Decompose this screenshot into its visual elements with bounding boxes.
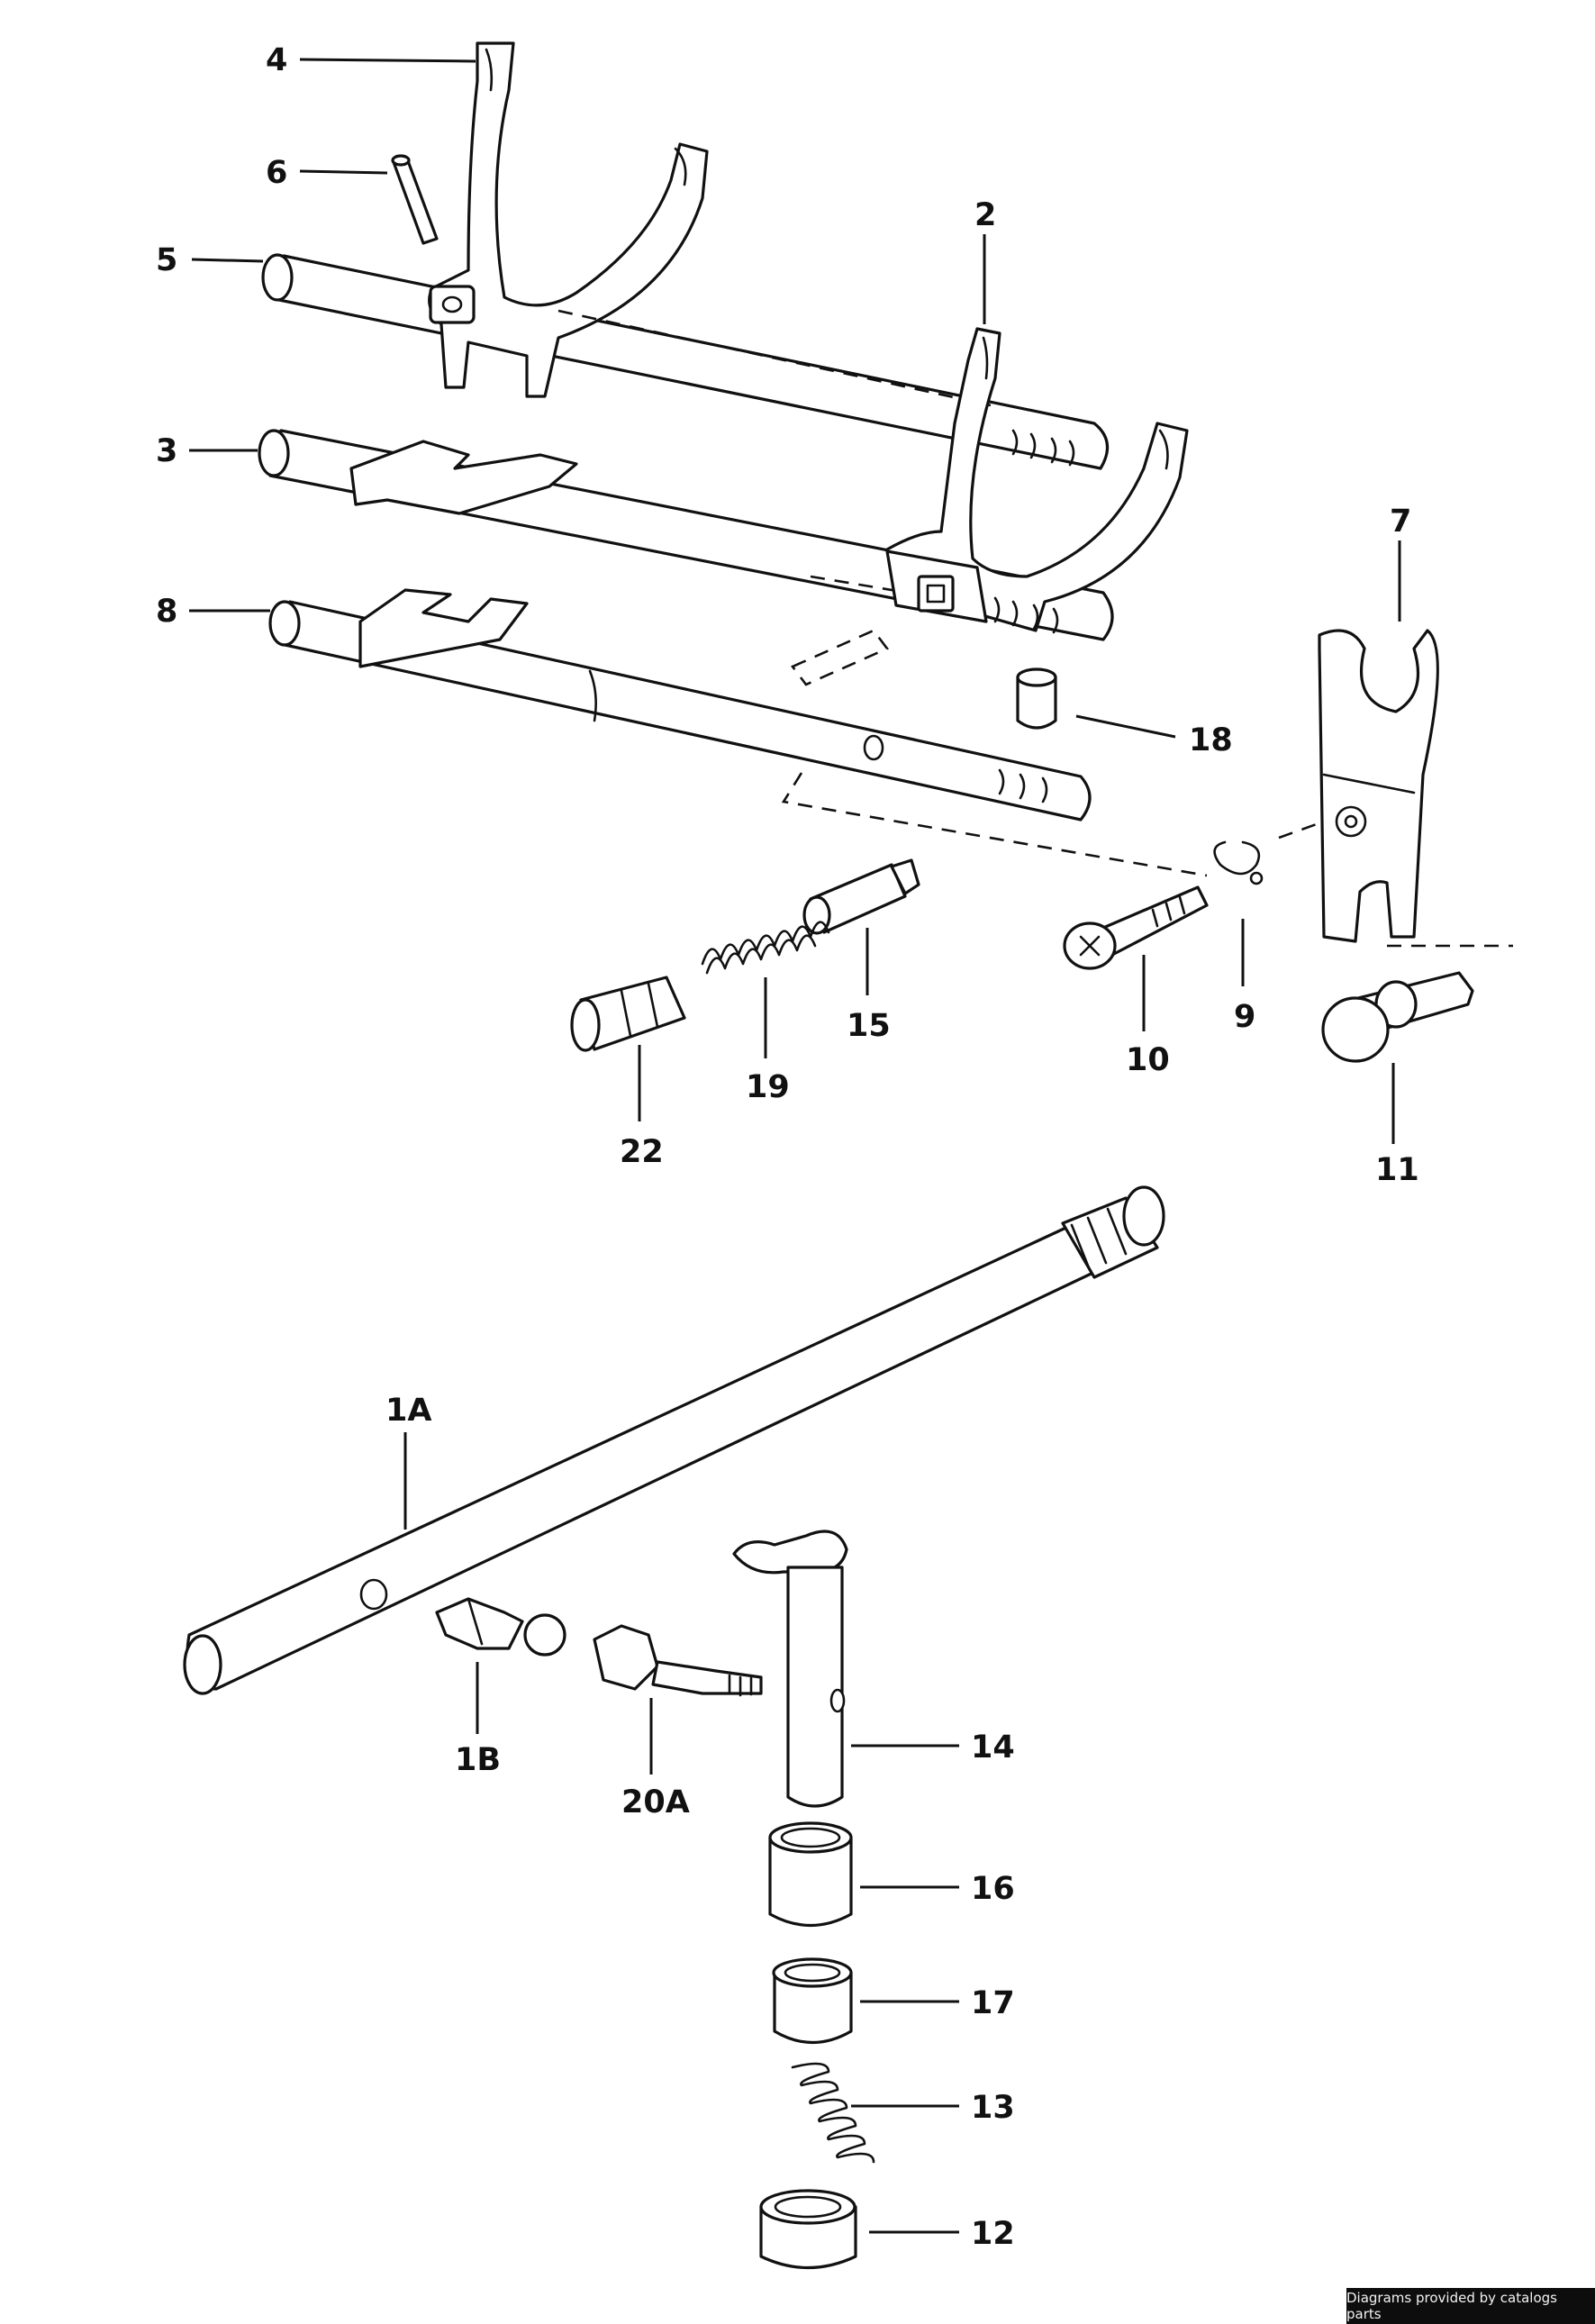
callout-13: 13 <box>971 2090 1015 2126</box>
attribution-text: Diagrams provided by catalogs parts <box>1346 2290 1557 2322</box>
part-7-fork[interactable] <box>1278 629 1513 948</box>
callout-11: 11 <box>1375 1152 1419 1188</box>
part-14-pivot-lever[interactable] <box>732 1530 848 1808</box>
attribution-footer: Diagrams provided by catalogs parts <box>1346 2288 1595 2324</box>
part-1a-shaft[interactable] <box>183 1185 1165 1695</box>
part-13-spring[interactable] <box>791 2062 875 2164</box>
callout-18: 18 <box>1189 722 1233 758</box>
part-10-bolt[interactable] <box>1063 885 1209 970</box>
part-16-bushing[interactable] <box>768 1821 853 1928</box>
part-9-circlip[interactable] <box>1213 840 1264 885</box>
callout-15: 15 <box>847 1008 891 1044</box>
callout-1a: 1A <box>385 1393 431 1429</box>
part-22-sleeve[interactable] <box>570 976 686 1052</box>
callout-4: 4 <box>266 42 287 78</box>
callout-19: 19 <box>746 1069 790 1105</box>
callout-2: 2 <box>974 197 996 233</box>
callout-3: 3 <box>156 433 177 469</box>
callout-20a: 20A <box>621 1784 690 1820</box>
callout-14: 14 <box>971 1729 1015 1766</box>
callout-7: 7 <box>1390 504 1411 540</box>
callout-17: 17 <box>971 1985 1015 2021</box>
callout-22: 22 <box>620 1134 664 1170</box>
leader-lines <box>189 58 1401 2234</box>
callout-labels: 4 6 5 2 3 8 7 18 9 10 15 19 22 11 1A 1B … <box>156 42 1419 2252</box>
callout-1b: 1B <box>455 1742 501 1778</box>
callout-12: 12 <box>971 2216 1015 2252</box>
callout-9: 9 <box>1234 999 1255 1035</box>
part-11-stud[interactable] <box>1321 971 1474 1063</box>
part-17-bushing[interactable] <box>772 1957 853 2045</box>
part-1b-ball-stud[interactable] <box>435 1597 566 1657</box>
part-19-spring[interactable] <box>701 921 830 975</box>
callout-5: 5 <box>156 242 177 278</box>
callout-10: 10 <box>1126 1042 1170 1078</box>
part-20a-hex-bolt[interactable] <box>593 1624 763 1697</box>
callout-6: 6 <box>266 155 287 191</box>
part-6-pin[interactable] <box>391 154 439 245</box>
part-4-shift-fork[interactable] <box>428 41 992 407</box>
part-18-plug[interactable] <box>1016 667 1057 730</box>
part-2-shift-fork[interactable] <box>790 327 1189 686</box>
callout-8: 8 <box>156 594 177 630</box>
part-12-cap[interactable] <box>759 2189 857 2269</box>
part-8-rod[interactable] <box>268 588 1208 877</box>
callout-16: 16 <box>971 1871 1015 1907</box>
